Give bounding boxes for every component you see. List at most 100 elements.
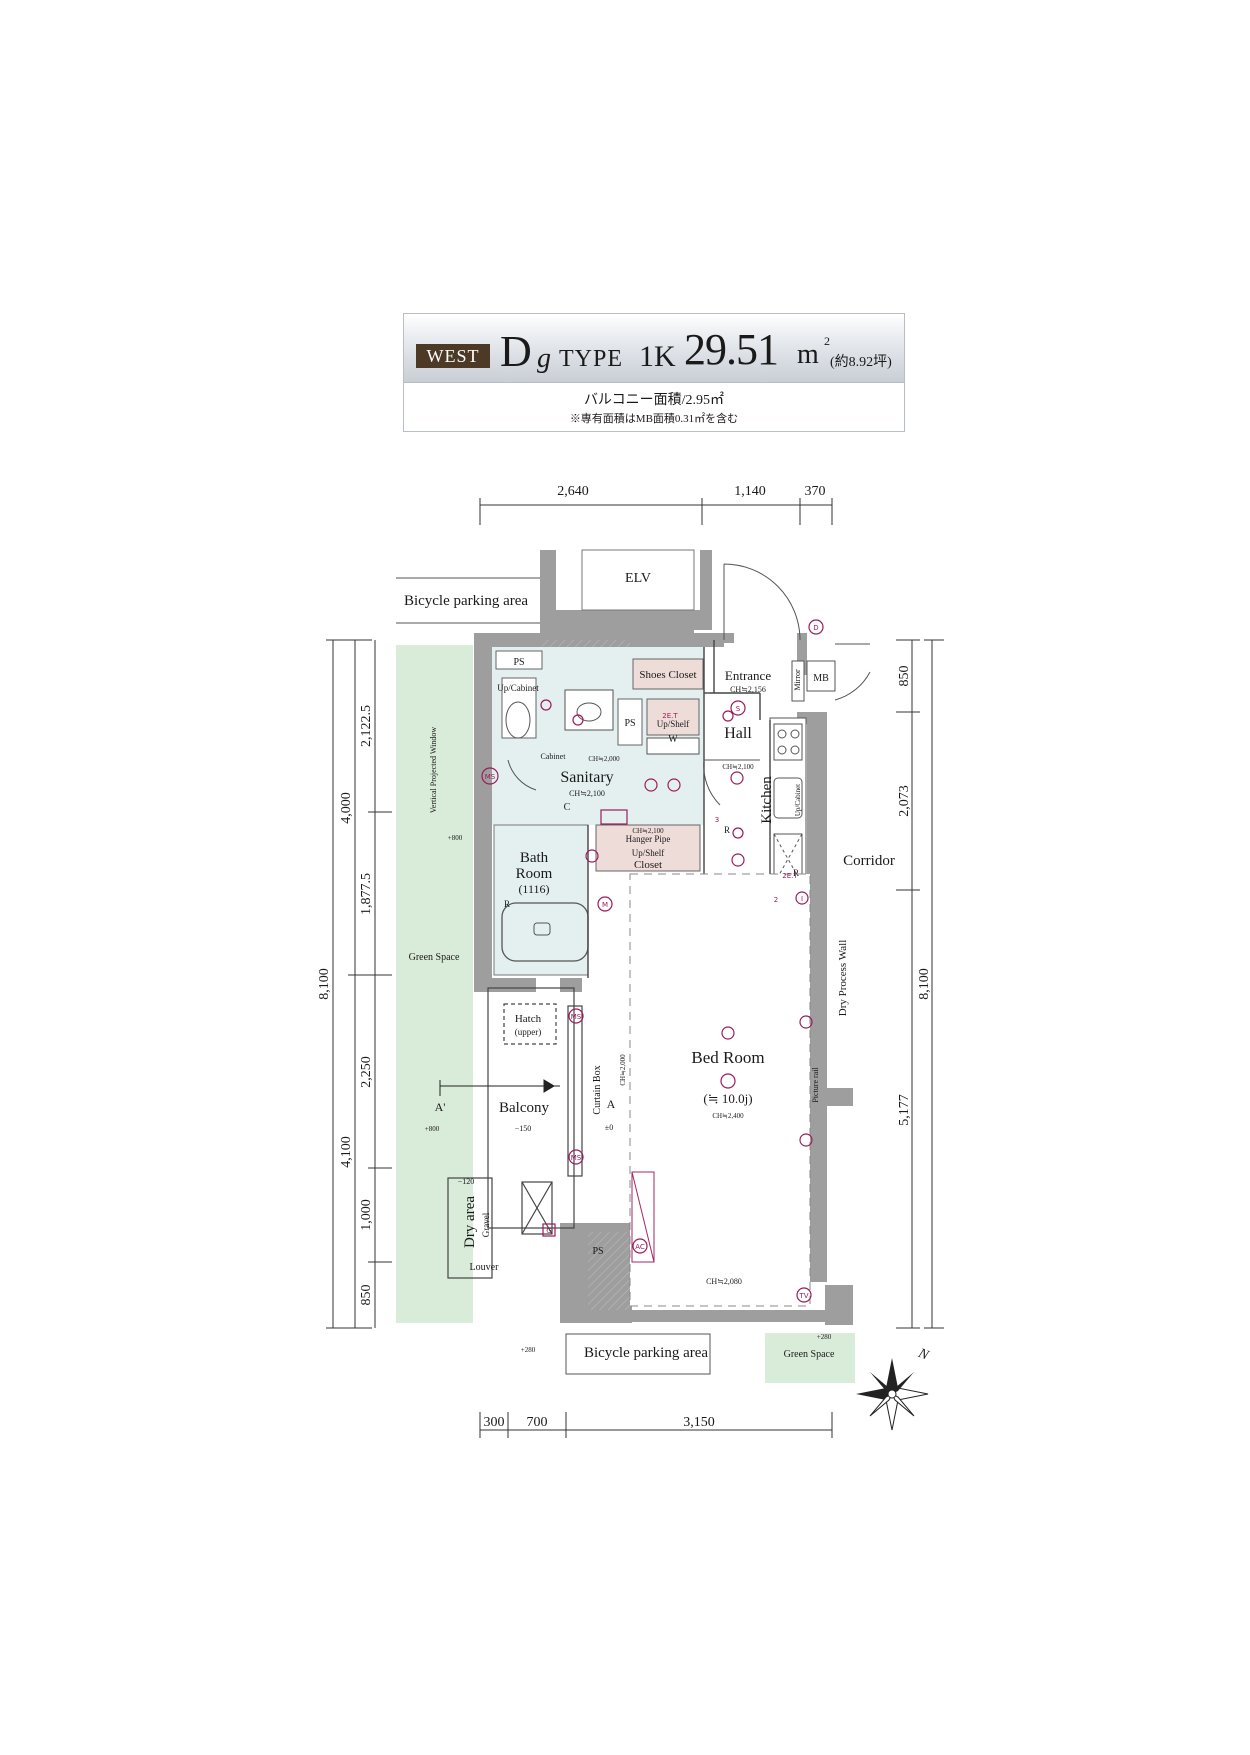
label-curtain-ch: CH≒2,000 (619, 1054, 627, 1086)
label-level-800a: +800 (448, 834, 463, 842)
label-curtain-box: Curtain Box (592, 1065, 603, 1114)
label-r-2: R (504, 899, 510, 909)
section-marker (439, 1079, 560, 1096)
mb-box (806, 660, 836, 692)
label-kitchen: Kitchen (759, 776, 775, 824)
symbol-i: I (801, 895, 803, 903)
floor-area-tsubo: (約8.92坪) (830, 355, 892, 370)
label-entrance: Entrance (725, 668, 771, 683)
label-level-zero: ±0 (605, 1123, 613, 1132)
bicycle-parking-bottom (565, 1333, 711, 1375)
label-w: W (668, 734, 678, 745)
elevator-shaft (540, 549, 712, 640)
dimension-lines (326, 498, 944, 1438)
dim-left-mid-1: 4,000 (339, 792, 354, 824)
dim-left-inner-3: 2,250 (359, 1056, 374, 1088)
label-mirror: Mirror (793, 669, 802, 691)
symbol-ms-1: MS (485, 773, 496, 781)
dim-top-3: 370 (805, 484, 826, 499)
label-corridor: Corridor (843, 853, 895, 869)
label-c: C (564, 802, 571, 813)
ps-shaft-top (495, 650, 543, 670)
dim-top-1: 2,640 (557, 484, 589, 499)
symbol-g: G (546, 1227, 551, 1235)
type-sub-letter: g (537, 343, 551, 374)
washbasin (564, 689, 614, 731)
label-level-280a: +280 (521, 1346, 536, 1354)
type-word: TYPE (559, 346, 623, 372)
balcony-outline (447, 987, 583, 1279)
closet (595, 824, 701, 872)
label-green-bottom: Green Space (784, 1349, 835, 1360)
label-shoes-closet: Shoes Closet (639, 669, 696, 681)
dim-bottom-1: 300 (484, 1415, 505, 1430)
orientation-badge: WEST (416, 344, 490, 368)
symbol-three: 3 (715, 816, 719, 824)
equipment-symbols: D S MS MS MS M TV AC G I 2 3 2E.T 2E.T (481, 619, 824, 1303)
bicycle-parking-top (396, 577, 540, 624)
label-kitchen-cabinet: Up/Cabinet (794, 784, 802, 816)
label-bicycle-top: Bicycle parking area (404, 593, 528, 609)
label-picture-rail: Picture rail (811, 1067, 820, 1103)
dim-left-outer: 8,100 (317, 968, 332, 1000)
floor-area-unit-sup: 2 (824, 334, 830, 348)
label-up-shelf: Up/Shelf (657, 719, 690, 729)
label-bath-2: Room (516, 866, 553, 882)
label-up-cabinet: Up/Cabinet (497, 683, 539, 693)
label-closet-shelf: Up/Shelf (632, 848, 665, 858)
symbol-s: S (736, 705, 741, 713)
dim-right-inner-2: 2,073 (897, 785, 912, 817)
symbol-ms-2: MS (571, 1013, 582, 1021)
label-ps-top: PS (513, 657, 524, 668)
label-dry-area: Dry area (462, 1196, 478, 1248)
dim-left-mid-2: 4,100 (339, 1136, 354, 1168)
label-bicycle-bottom: Bicycle parking area (584, 1345, 708, 1361)
symbol-m: M (602, 901, 608, 909)
symbol-d: D (813, 624, 818, 632)
plan-header-card: WEST D g TYPE 1K 29.51 m 2 (約8.92坪) バルコニ… (403, 313, 905, 432)
label-sanitary-ch: CH≒2,100 (569, 789, 605, 798)
label-bed-size: (≒ 10.0j) (703, 1091, 752, 1106)
dim-right-inner-1: 850 (897, 666, 912, 687)
label-bed-ch: CH≒2,400 (712, 1112, 744, 1120)
dim-right-inner-3: 5,177 (897, 1094, 912, 1126)
label-hanger-pipe: Hanger Pipe (626, 834, 671, 844)
mirror-strip (791, 660, 805, 702)
washing-machine-pan (646, 737, 700, 755)
type-letter: D (500, 327, 532, 376)
label-green-left: Green Space (409, 952, 460, 963)
label-bath: Bath (520, 850, 549, 866)
symbol-seet-1: 2E.T (662, 712, 678, 720)
up-shelf-box (646, 698, 700, 736)
label-cabinet: Cabinet (541, 752, 567, 761)
label-balcony-level: −150 (515, 1124, 532, 1133)
label-ps-mid: PS (624, 718, 635, 729)
compass-rose (856, 1358, 929, 1431)
label-hatch-2: (upper) (515, 1027, 542, 1037)
green-space-left-area (396, 645, 473, 1323)
dim-top-2: 1,140 (734, 484, 766, 499)
dim-left-inner-2: 1,877.5 (359, 873, 374, 915)
green-space-bottom-area (765, 1333, 855, 1383)
ps-shaft-mid (617, 698, 643, 746)
label-elv: ELV (625, 571, 651, 586)
label-level-120: −120 (458, 1177, 475, 1186)
label-bottom-ch: CH≒2,080 (706, 1277, 742, 1286)
label-entrance-ch: CH≒2,156 (730, 685, 766, 694)
label-window: Vertical Projected Window (429, 727, 438, 813)
layout-code: 1K (639, 340, 676, 373)
balcony-area-note: バルコニー面積/2.95㎡ (583, 393, 725, 408)
symbol-two: 2 (774, 896, 778, 904)
label-section-a: A (607, 1097, 616, 1111)
symbol-tv: TV (798, 1292, 808, 1300)
label-louver: Louver (470, 1262, 500, 1273)
label-balcony: Balcony (499, 1100, 549, 1116)
label-r-1: R (724, 825, 730, 835)
label-mb: MB (813, 673, 829, 684)
bed-room-area (629, 873, 811, 1307)
label-hall-ch: CH≒2,100 (722, 763, 754, 771)
label-level-280b: +280 (817, 1333, 832, 1341)
toilet (505, 701, 531, 739)
label-section-a-prime: A' (435, 1100, 446, 1114)
